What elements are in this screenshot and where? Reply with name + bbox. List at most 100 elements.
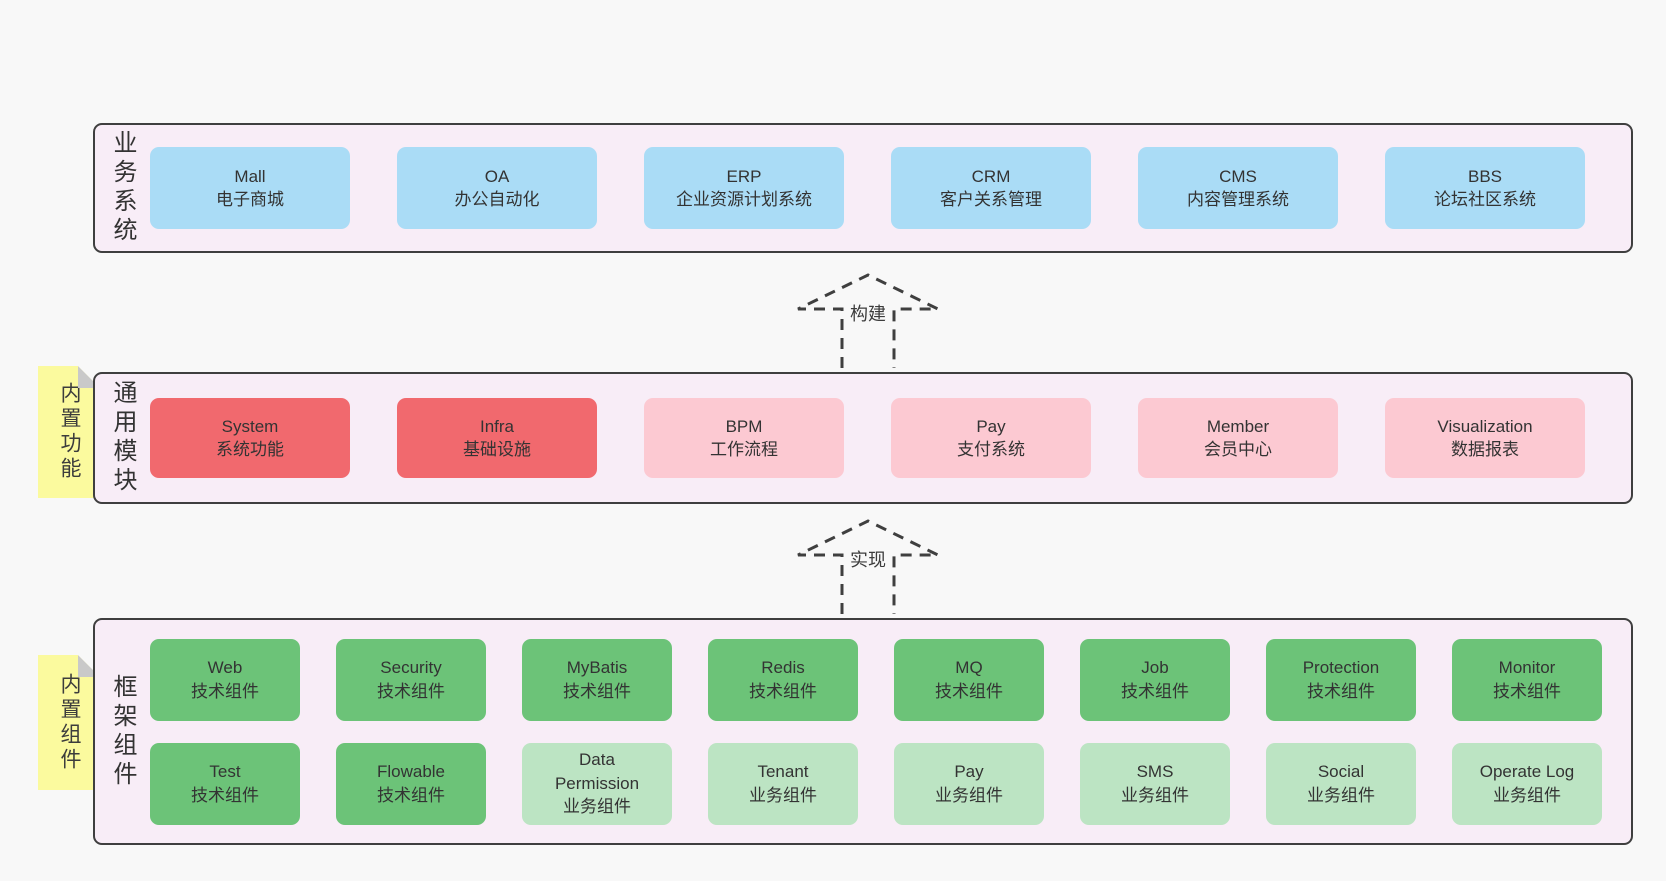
box-name: Member bbox=[1206, 416, 1270, 436]
box-desc: 论坛社区系统 bbox=[1434, 190, 1536, 209]
box-name: Mall bbox=[234, 166, 266, 186]
box-desc: 客户关系管理 bbox=[940, 190, 1042, 209]
framework-box-rows: Web 技术组件 Security 技术组件 MyBatis 技术组件 Redi… bbox=[150, 620, 1631, 843]
box-bpm: BPM 工作流程 bbox=[644, 398, 844, 478]
box-desc: 业务组件 bbox=[1121, 785, 1189, 805]
section-label-framework: 框架组件 bbox=[109, 673, 136, 790]
sticky-note-builtin-features: 内置功能 bbox=[38, 366, 100, 498]
box-system: System 系统功能 bbox=[150, 398, 350, 478]
arrow-implement-label: 实现 bbox=[847, 546, 889, 572]
box-name: Protection bbox=[1302, 658, 1380, 678]
box-desc: 支付系统 bbox=[957, 440, 1025, 459]
box-job: Job 技术组件 bbox=[1080, 638, 1230, 721]
arrow-build-label: 构建 bbox=[847, 300, 889, 326]
framework-box-row-1: Web 技术组件 Security 技术组件 MyBatis 技术组件 Redi… bbox=[150, 638, 1631, 721]
box-redis: Redis 技术组件 bbox=[708, 638, 858, 721]
box-name: Job bbox=[1141, 658, 1169, 678]
box-name: Web bbox=[207, 658, 243, 678]
box-desc: 业务组件 bbox=[1493, 785, 1561, 805]
box-desc: 技术组件 bbox=[191, 785, 259, 805]
box-desc: 业务组件 bbox=[1307, 785, 1375, 805]
box-desc: 工作流程 bbox=[710, 440, 778, 459]
box-oa: OA 办公自动化 bbox=[397, 147, 597, 229]
box-name: Test bbox=[209, 762, 241, 782]
section-label-business: 业务系统 bbox=[109, 130, 136, 246]
framework-box-row-2: Test 技术组件 Flowable 技术组件 Data Permission … bbox=[150, 742, 1631, 825]
box-desc: 业务组件 bbox=[935, 785, 1003, 805]
box-name: Operate Log bbox=[1479, 762, 1575, 782]
box-desc: 企业资源计划系统 bbox=[676, 190, 812, 209]
box-desc: 基础设施 bbox=[463, 440, 531, 459]
box-name: SMS bbox=[1136, 762, 1174, 782]
box-data-permission: Data Permission 业务组件 bbox=[522, 742, 672, 825]
box-desc: 技术组件 bbox=[563, 681, 631, 701]
box-name: Flowable bbox=[376, 762, 446, 782]
box-bbs: BBS 论坛社区系统 bbox=[1385, 147, 1585, 229]
box-desc: 业务组件 bbox=[749, 785, 817, 805]
box-desc: 会员中心 bbox=[1204, 440, 1272, 459]
box-cms: CMS 内容管理系统 bbox=[1138, 147, 1338, 229]
box-member: Member 会员中心 bbox=[1138, 398, 1338, 478]
box-desc: 技术组件 bbox=[377, 785, 445, 805]
box-crm: CRM 客户关系管理 bbox=[891, 147, 1091, 229]
business-box-rows: Mall 电子商城 OA 办公自动化 ERP 企业资源计划系统 CRM 客户关系… bbox=[150, 125, 1631, 251]
box-desc: 系统功能 bbox=[216, 440, 284, 459]
box-security: Security 技术组件 bbox=[336, 638, 486, 721]
box-name: Pay bbox=[954, 762, 984, 782]
box-monitor: Monitor 技术组件 bbox=[1452, 638, 1602, 721]
box-desc: 技术组件 bbox=[377, 681, 445, 701]
box-name: CRM bbox=[971, 166, 1011, 186]
box-desc: 技术组件 bbox=[191, 681, 259, 701]
box-name: Visualization bbox=[1437, 416, 1533, 436]
sticky-note-builtin-components: 内置组件 bbox=[38, 655, 100, 790]
box-mall: Mall 电子商城 bbox=[150, 147, 350, 229]
box-name: MyBatis bbox=[566, 658, 628, 678]
box-name: Security bbox=[380, 658, 442, 678]
box-name: Infra bbox=[479, 416, 515, 436]
modules-box-row: System 系统功能 Infra 基础设施 BPM 工作流程 Pay 支付系统… bbox=[150, 398, 1631, 478]
box-desc: 业务组件 bbox=[563, 797, 631, 817]
box-operate-log: Operate Log 业务组件 bbox=[1452, 742, 1602, 825]
box-name: CMS bbox=[1219, 166, 1257, 186]
panel-business-systems: 业务系统 Mall 电子商城 OA 办公自动化 ERP 企业资源计划系统 CRM… bbox=[93, 123, 1633, 253]
box-name: BPM bbox=[725, 416, 763, 436]
box-name: MQ bbox=[955, 658, 983, 678]
box-visualization: Visualization 数据报表 bbox=[1385, 398, 1585, 478]
box-desc: 技术组件 bbox=[749, 681, 817, 701]
box-sms: SMS 业务组件 bbox=[1080, 742, 1230, 825]
modules-box-rows: System 系统功能 Infra 基础设施 BPM 工作流程 Pay 支付系统… bbox=[150, 374, 1631, 502]
arrow-build: 构建 bbox=[793, 272, 943, 368]
box-name: BBS bbox=[1467, 166, 1503, 186]
box-name: ERP bbox=[726, 166, 762, 186]
box-web: Web 技术组件 bbox=[150, 638, 300, 721]
box-erp: ERP 企业资源计划系统 bbox=[644, 147, 844, 229]
panel-framework-components: 框架组件 Web 技术组件 Security 技术组件 MyBatis 技术组件… bbox=[93, 618, 1633, 845]
sticky-note-text: 内置组件 bbox=[58, 672, 81, 773]
box-tenant: Tenant 业务组件 bbox=[708, 742, 858, 825]
box-mq: MQ 技术组件 bbox=[894, 638, 1044, 721]
box-protection: Protection 技术组件 bbox=[1266, 638, 1416, 721]
box-desc: 技术组件 bbox=[1121, 681, 1189, 701]
sticky-note-text: 内置功能 bbox=[58, 382, 81, 482]
business-box-row: Mall 电子商城 OA 办公自动化 ERP 企业资源计划系统 CRM 客户关系… bbox=[150, 147, 1631, 229]
box-flowable: Flowable 技术组件 bbox=[336, 742, 486, 825]
box-name: Redis bbox=[761, 658, 805, 678]
box-name: OA bbox=[484, 166, 510, 186]
box-desc: 技术组件 bbox=[1493, 681, 1561, 701]
box-name: Pay bbox=[976, 416, 1006, 436]
panel-common-modules: 通用模块 System 系统功能 Infra 基础设施 BPM 工作流程 Pay… bbox=[93, 372, 1633, 504]
box-infra: Infra 基础设施 bbox=[397, 398, 597, 478]
box-pay: Pay 支付系统 bbox=[891, 398, 1091, 478]
box-desc: 技术组件 bbox=[1307, 681, 1375, 701]
box-desc: 技术组件 bbox=[935, 681, 1003, 701]
box-social: Social 业务组件 bbox=[1266, 742, 1416, 825]
box-desc: 电子商城 bbox=[216, 190, 284, 209]
box-desc: 办公自动化 bbox=[454, 190, 540, 209]
box-name: Monitor bbox=[1498, 658, 1556, 678]
box-desc: 内容管理系统 bbox=[1187, 190, 1289, 209]
box-name: System bbox=[221, 416, 279, 436]
box-pay-biz: Pay 业务组件 bbox=[894, 742, 1044, 825]
box-name: Data Permission bbox=[554, 750, 640, 793]
box-name: Social bbox=[1317, 762, 1365, 782]
